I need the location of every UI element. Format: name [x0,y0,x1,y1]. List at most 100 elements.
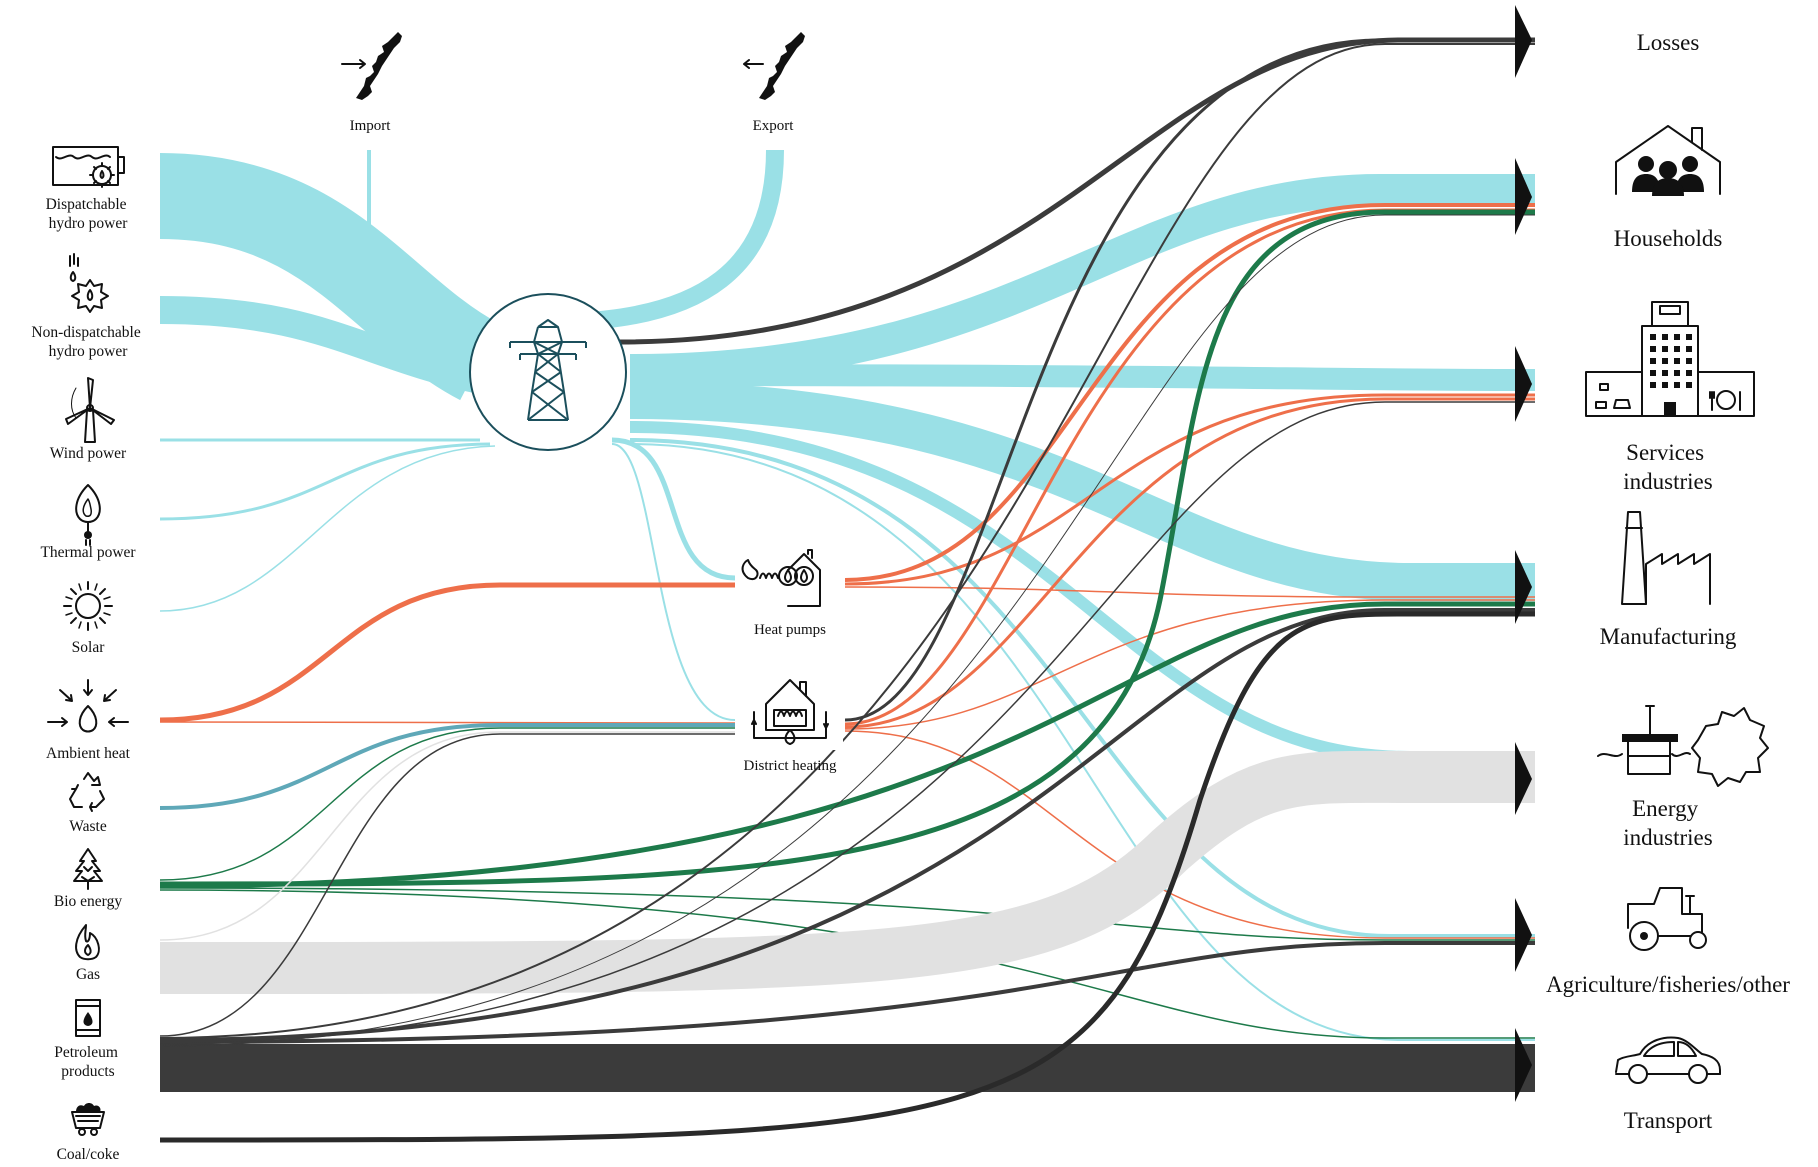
flow-coal [159,611,1535,1143]
tree-icon [73,848,103,890]
district-heating-icon [751,679,829,745]
arrow-services [1515,346,1532,422]
flow-dh-losses [844,38,1535,722]
flow-petroleum-to-agriculture [159,941,1535,1044]
sink-label-services: Services industries [1623,440,1712,494]
norway-map-export-icon [743,32,805,100]
flow-petroleum-to-losses [159,43,1535,1039]
district-heating-label: District heating [744,758,837,774]
tractor-icon [1627,887,1707,951]
flow-dh-to-services [844,397,1535,729]
flow-grid-losses [619,37,1535,345]
source-label-ambient: Ambient heat [46,745,131,762]
car-icon [1615,1036,1721,1084]
flow-bio-to-dh [159,727,735,881]
heat-pumps-label: Heat pumps [754,622,826,638]
oil-barrel-icon [75,999,101,1037]
converter-nodes: Heat pumps District heating [735,545,843,774]
flow-grid-to-heat-pumps [611,437,736,581]
sun-icon [63,581,113,631]
flow-gas-to-energy-ind [159,750,1535,994]
flow-petroleum-to-households [159,214,1535,1047]
arrow-transport [1515,1028,1532,1102]
flow-waste [159,723,735,810]
trade-nodes: Import Export [341,32,805,134]
flow-grid-to-district-heating [611,443,736,721]
flow-ambient-heat-thin [159,721,736,724]
source-label-solar: Solar [72,639,106,656]
power-pylon-icon [509,319,587,421]
heat-pump-icon [741,549,821,607]
source-label-hydro-nondisp: Non-dispatchable hydro power [31,324,144,360]
import-label: Import [350,118,392,134]
arrow-losses [1515,5,1532,78]
flow-bio-to-transport [159,889,1535,1039]
sink-labels: Losses Households Services industries Ma… [1546,30,1790,1133]
gas-flame-icon [75,924,100,961]
source-label-petroleum: Petroleum products [54,1044,122,1080]
sink-label-households: Households [1614,226,1723,251]
flow-heatpump-to-services [844,393,1535,586]
arrow-agriculture [1515,898,1532,972]
flow-grid-to-export [567,149,784,331]
office-building-icon [1585,301,1755,417]
household-icon [1615,125,1721,196]
source-label-waste: Waste [69,818,107,835]
flow-bio-to-households [159,209,1535,887]
source-label-hydro-disp: Dispatchable hydro power [46,196,131,232]
source-label-thermal: Thermal power [40,544,136,561]
sink-arrows [1515,5,1532,1102]
source-labels: Dispatchable hydro power Non-dispatchabl… [31,196,144,1163]
flow-ambient-heat [159,582,735,723]
coal-cart-icon [71,1103,105,1136]
flow-grid-to-energy-ind [629,421,1535,763]
water-turbine-icon [69,253,109,313]
flow-dh-to-households [844,208,1535,726]
source-label-gas: Gas [76,966,100,983]
thermal-flame-icon [75,484,101,546]
source-label-wind: Wind power [50,445,127,462]
flow-dh-to-agriculture [844,730,1535,939]
ambient-heat-icon [47,679,129,733]
flow-heatpump-to-manufacturing [844,586,1535,598]
flow-grid-to-manufacturing [629,381,1535,601]
flow-bio-to-manufacturing [159,601,1535,889]
wind-turbine-icon [65,377,115,443]
flow-petroleum-to-manufacturing [159,608,1535,1042]
sink-label-energy-industries: Energy industries [1623,796,1712,850]
sink-label-manufacturing: Manufacturing [1600,624,1737,649]
source-icons [47,146,129,1136]
flow-dh-to-manufacturing [844,599,1535,730]
flow-solar [159,445,496,612]
flow-grid-to-services [629,364,1536,391]
norway-map-import-icon [341,32,402,100]
arrow-households [1515,158,1532,235]
source-label-coal: Coal/coke [57,1146,120,1163]
sink-icons [1585,125,1769,1084]
export-label: Export [753,118,795,134]
flow-nondispatchable-hydro [159,296,483,394]
flow-bands [159,37,1536,1143]
sink-label-agriculture: Agriculture/fisheries/other [1546,972,1790,997]
arrow-energy-industries [1515,742,1532,815]
flow-grid-to-households [629,174,1535,386]
factory-icon [1621,511,1711,605]
recycle-icon [69,772,105,812]
flow-heatpump-to-households [844,203,1535,582]
sink-label-losses: Losses [1637,30,1700,55]
grid-hub-circle [469,293,627,451]
heat-pumps-node-bg [735,545,843,610]
sink-label-transport: Transport [1624,1108,1713,1133]
electricity-grid-hub [469,293,627,451]
flow-grid-to-agriculture [629,438,1535,938]
flow-thermal [159,442,491,521]
flow-gas-to-dh [159,731,735,941]
flow-petroleum-to-services [159,401,1535,1045]
hydro-dam-icon [52,146,125,188]
flow-petroleum-to-dh [159,733,735,1037]
arrow-manufacturing [1515,550,1532,624]
oil-platform-icon [1597,705,1769,787]
flow-dispatchable-hydro [159,153,501,401]
source-label-bio: Bio energy [54,893,122,910]
